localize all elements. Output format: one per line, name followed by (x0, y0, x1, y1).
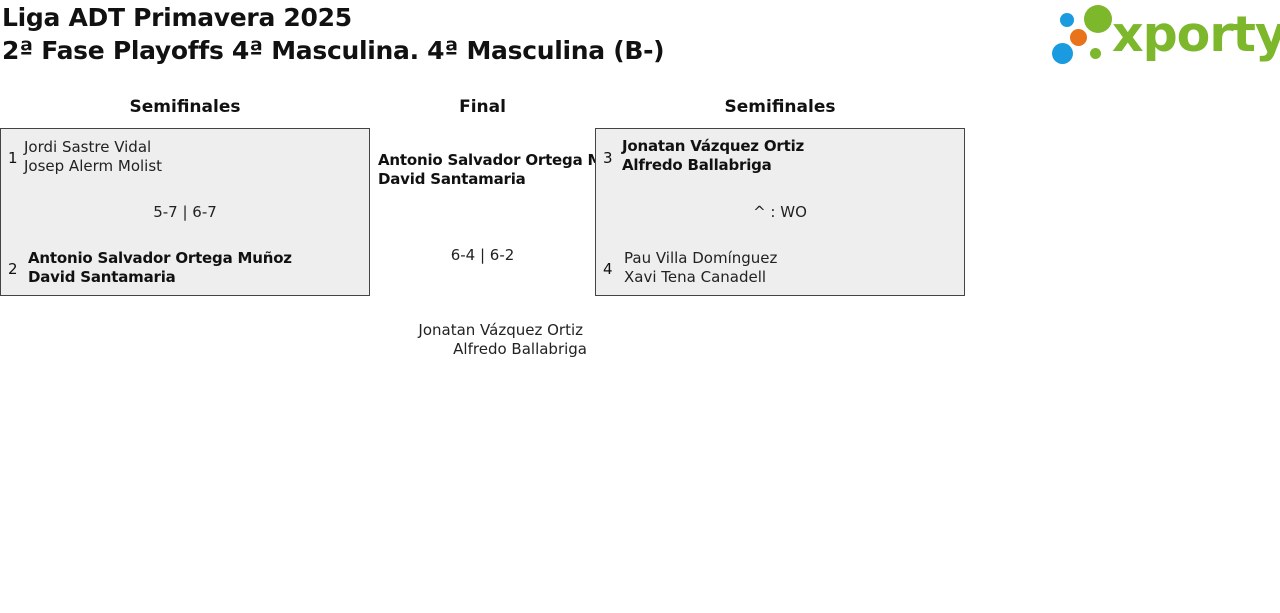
player-name: Josep Alerm Molist (24, 157, 163, 175)
winner-player-name: Antonio Salvador Ortega Muñoz (28, 249, 292, 267)
xporty-logo: xporty (1050, 2, 1280, 68)
column-heading-semifinal-left: Semifinales (129, 97, 241, 117)
winner-player-name: Jonatan Vázquez Ortiz (622, 137, 805, 155)
player-name: Jordi Sastre Vidal (24, 138, 152, 156)
semifinal-left-match[interactable]: 1 Jordi Sastre Vidal Josep Alerm Molist … (0, 128, 370, 296)
column-heading-final: Final (459, 97, 506, 117)
seed-number: 1 (8, 149, 18, 167)
logo-dot-blue-large-icon (1052, 43, 1073, 64)
seed-number: 4 (603, 260, 613, 278)
player-name: Xavi Tena Canadell (624, 268, 767, 286)
seed-number: 2 (8, 260, 18, 278)
logo-dot-green-small-icon (1090, 48, 1101, 59)
page-subtitle: 2ª Fase Playoffs 4ª Masculina. 4ª Mascul… (2, 36, 665, 65)
final-player-name: Alfredo Ballabriga (453, 340, 587, 358)
final-player-name: Jonatan Vázquez Ortiz (418, 321, 583, 339)
logo-dot-orange-icon (1070, 29, 1087, 46)
winner-player-name: Alfredo Ballabriga (622, 156, 772, 174)
final-score: 6-4 | 6-2 (450, 246, 515, 264)
logo-dot-blue-small-icon (1060, 13, 1074, 27)
match-score: ^ : WO (753, 203, 807, 221)
page-title: Liga ADT Primavera 2025 (2, 3, 352, 32)
final-bottom-team[interactable]: Jonatan Vázquez Ortiz Alfredo Ballabriga (370, 321, 587, 361)
logo-text: xporty (1112, 6, 1280, 63)
seed-number: 3 (603, 149, 613, 167)
final-winner-player-name: Antonio Salvador Ortega Muñoz (378, 151, 596, 169)
match-score: 5-7 | 6-7 (153, 203, 217, 221)
column-heading-semifinal-right: Semifinales (724, 97, 836, 117)
final-top-team[interactable]: Antonio Salvador Ortega Muñoz David Sant… (376, 150, 596, 192)
player-name: Pau Villa Domínguez (624, 249, 778, 267)
winner-player-name: David Santamaria (28, 268, 176, 286)
semifinal-right-match[interactable]: 3 Jonatan Vázquez Ortiz Alfredo Ballabri… (595, 128, 965, 296)
final-winner-player-name: David Santamaria (378, 170, 526, 188)
logo-dot-green-icon (1084, 5, 1112, 33)
